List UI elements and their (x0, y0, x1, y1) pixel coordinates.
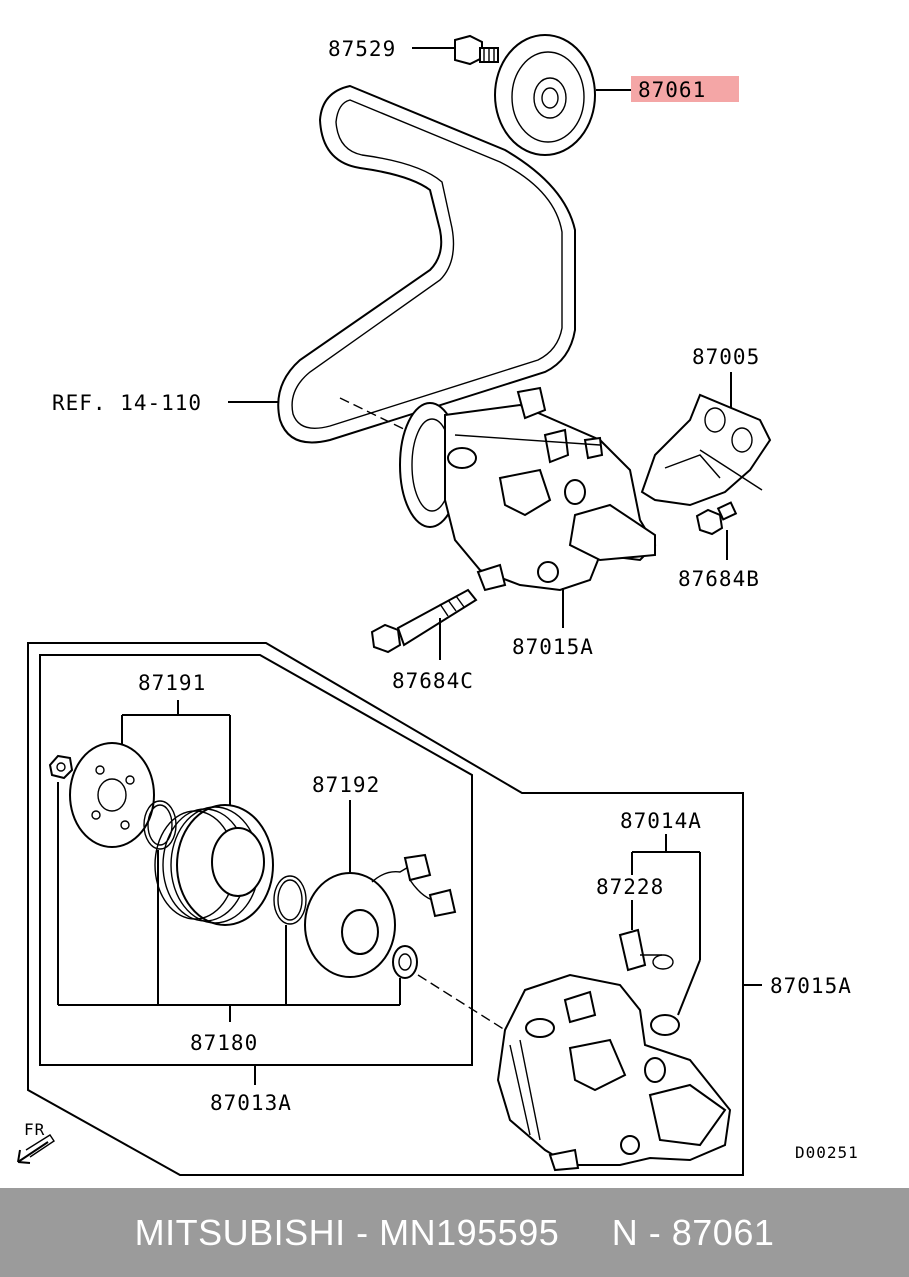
front-arrow-icon (17, 1134, 55, 1164)
label-87014a: 87014A (620, 809, 702, 833)
part-info-footer: MITSUBISHI - MN195595 N - 87061 (0, 1188, 909, 1277)
label-87015a-top: 87015A (512, 635, 594, 659)
idler-pulley-87061[interactable] (494, 34, 596, 156)
label-87191: 87191 (138, 671, 206, 695)
shim-washer[interactable] (392, 945, 418, 979)
parts-diagram: 87529 87061 REF. 14-110 87015A (17, 34, 859, 1176)
field-coil-87192[interactable] (304, 853, 457, 978)
clutch-nut[interactable] (48, 754, 74, 780)
ref-label: REF. 14-110 (52, 391, 202, 415)
bolt-87684b[interactable] (695, 501, 738, 536)
bolt-87684c[interactable] (370, 588, 478, 654)
compressor-body-bottom[interactable] (496, 973, 732, 1172)
fr-label: FR (24, 1120, 45, 1139)
label-87228: 87228 (596, 875, 664, 899)
label-87013a: 87013A (210, 1091, 292, 1115)
bolt-87529[interactable] (454, 34, 499, 66)
snap-ring-2[interactable] (273, 875, 307, 925)
label-87684c: 87684C (392, 669, 474, 693)
leader-87180 (57, 782, 401, 1022)
label-87684b: 87684B (678, 567, 760, 591)
fitting-87228[interactable] (618, 928, 674, 972)
axis-line (417, 974, 506, 1031)
clutch-pulley[interactable] (154, 804, 274, 926)
clutch-boundary-87013a (39, 654, 473, 1066)
label-87015a-side: 87015A (770, 974, 852, 998)
bracket-87005[interactable] (640, 393, 772, 507)
snap-ring-1[interactable] (143, 800, 177, 850)
drive-belt[interactable] (277, 84, 576, 444)
part-info-text: MITSUBISHI - MN195595 N - 87061 (134, 1211, 775, 1253)
label-87180: 87180 (190, 1031, 258, 1055)
label-87005: 87005 (692, 345, 760, 369)
leader-87191 (121, 700, 231, 810)
label-87192: 87192 (312, 773, 380, 797)
leader-87014a (631, 834, 701, 1016)
label-87529: 87529 (328, 37, 396, 61)
compressor-assembly-top[interactable] (339, 386, 657, 592)
label-87061: 87061 (638, 78, 706, 102)
highlight-87061 (631, 76, 739, 102)
armature-plate[interactable] (69, 742, 155, 848)
diagram-code: D00251 (795, 1143, 859, 1162)
